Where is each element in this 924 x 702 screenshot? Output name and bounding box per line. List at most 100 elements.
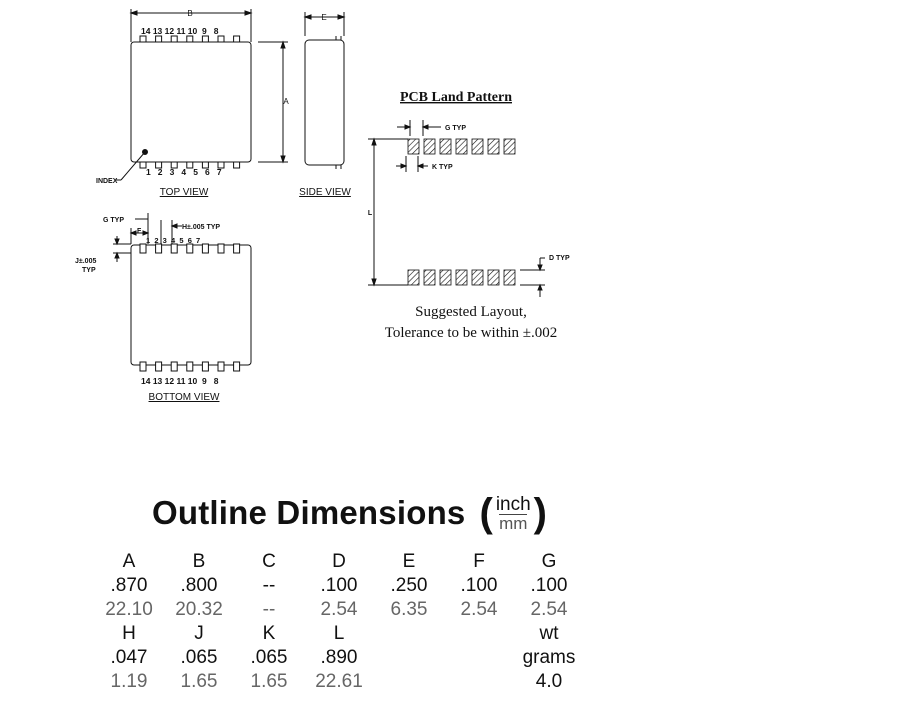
pcb-d-typ-label: D TYP — [549, 255, 570, 262]
dim-inch-value: -- — [262, 575, 276, 596]
pcb-note-line2: Tolerance to be within ±.002 — [385, 325, 558, 341]
pin — [139, 161, 147, 169]
dims-row2-headers: H J K L wt — [94, 622, 584, 646]
pin — [170, 161, 178, 169]
dim-header: L — [333, 623, 345, 644]
dim-inch-value: .065 — [250, 647, 288, 668]
bottom-f-label: F — [137, 228, 142, 235]
pin — [201, 161, 209, 169]
dim-header: H — [122, 623, 136, 644]
pcb-pad — [471, 269, 484, 286]
pin — [139, 243, 147, 254]
unit-close-paren: ) — [533, 491, 547, 535]
dim-mm-value: 2.54 — [320, 599, 358, 620]
pin — [217, 35, 225, 43]
dim-header: B — [192, 551, 206, 572]
dimensions-table: A B C D E F G .870 .800 -- .100 .250 .10… — [94, 550, 584, 694]
bottom-view-top-pin-numbers: 1 2 3 4 5 6 7 — [146, 236, 200, 245]
bottom-view-bottom-pin-numbers: 14 13 12 11 10 9 8 — [141, 376, 219, 386]
top-view-bottom-pin-numbers: 1 2 3 4 5 6 7 — [146, 167, 222, 177]
dim-inch-value: .100 — [460, 575, 498, 596]
top-view-upper-pins — [139, 35, 241, 43]
bottom-j-label: J±.005 — [75, 258, 96, 265]
dims-row2-mm: 1.19 1.65 1.65 22.61 4.0 — [94, 670, 584, 694]
unit-open-paren: ( — [479, 491, 493, 535]
pcb-pad — [439, 138, 452, 155]
dim-mm-value: 20.32 — [175, 599, 223, 620]
dim-header — [374, 622, 444, 646]
unit-mm-label: mm — [499, 514, 528, 533]
dim-mm-value: 1.65 — [250, 671, 288, 692]
unit-inch-label: inch — [495, 494, 531, 515]
pcb-pad — [503, 138, 516, 155]
pcb-pad — [471, 138, 484, 155]
pin — [233, 243, 241, 254]
pin — [170, 35, 178, 43]
pcb-pad — [423, 269, 436, 286]
dim-header: G — [541, 551, 557, 572]
bottom-view-upper-pins — [139, 243, 241, 254]
bottom-view-lower-pins — [139, 361, 241, 372]
unit-fraction: inch mm — [495, 494, 531, 533]
top-view-lower-pins — [139, 161, 241, 169]
pcb-pad — [455, 138, 468, 155]
pin — [155, 35, 163, 43]
pin — [233, 161, 241, 169]
dim-mm-value: 2.54 — [460, 599, 498, 620]
dim-header: J — [194, 623, 204, 644]
dim-inch-value: .047 — [110, 647, 148, 668]
pcb-pad — [487, 269, 500, 286]
dim-mm-value: 1.65 — [180, 671, 218, 692]
side-view-caption: SIDE VIEW — [299, 187, 351, 198]
dim-header — [444, 622, 514, 646]
dim-header: A — [122, 551, 136, 572]
dim-mm-value: 22.10 — [105, 599, 153, 620]
datasheet-canvas — [0, 0, 600, 702]
pin — [217, 361, 225, 372]
dim-mm-value — [444, 670, 514, 694]
bottom-g-typ-label: G TYP — [103, 217, 124, 224]
pcb-l-label: L — [368, 210, 373, 217]
outline-title-row: Outline Dimensions ( inch mm ) — [152, 488, 547, 538]
outline-title: Outline Dimensions — [152, 494, 466, 531]
pin — [155, 243, 163, 254]
pcb-k-typ-label: K TYP — [432, 164, 453, 171]
bottom-h-label: H±.005 TYP — [182, 224, 220, 231]
pcb-pad — [407, 138, 420, 155]
dim-header: K — [262, 623, 276, 644]
dims-row1-mm: 22.10 20.32 -- 2.54 6.35 2.54 2.54 — [94, 598, 584, 622]
pcb-pads-bottom-row — [407, 269, 516, 286]
dim-mm-value: 1.19 — [110, 671, 148, 692]
dim-inch-value: .890 — [320, 647, 358, 668]
weight-value: 4.0 — [535, 671, 563, 692]
pcb-title: PCB Land Pattern — [400, 90, 512, 105]
pin — [139, 35, 147, 43]
dim-mm-value: 22.61 — [315, 671, 363, 692]
weight-header: wt — [539, 623, 559, 644]
mechanical-drawing: B A 14 13 12 11 10 9 8 1 2 3 4 5 6 7 IND… — [75, 9, 570, 403]
index-label: INDEX — [96, 178, 118, 185]
pin — [186, 35, 194, 43]
dim-e-label: E — [321, 13, 326, 22]
pcb-pad — [423, 138, 436, 155]
dim-b-label: B — [187, 9, 192, 18]
top-view-top-pin-numbers: 14 13 12 11 10 9 8 — [141, 26, 219, 36]
pcb-note-line1: Suggested Layout, — [415, 304, 527, 320]
pin — [233, 35, 241, 43]
top-view — [116, 9, 288, 181]
pcb-g-typ-label: G TYP — [445, 125, 466, 132]
dim-header: E — [402, 551, 416, 572]
dim-inch-value — [444, 646, 514, 670]
pin — [170, 361, 178, 372]
pin — [155, 161, 163, 169]
pcb-pad — [407, 269, 420, 286]
dim-mm-value: 6.35 — [390, 599, 428, 620]
pin — [233, 361, 241, 372]
pin — [155, 361, 163, 372]
weight-unit: grams — [522, 647, 576, 668]
pcb-pad — [455, 269, 468, 286]
dim-header: C — [262, 551, 276, 572]
dim-inch-value — [374, 646, 444, 670]
pcb-pad — [503, 269, 516, 286]
pin — [201, 243, 209, 254]
